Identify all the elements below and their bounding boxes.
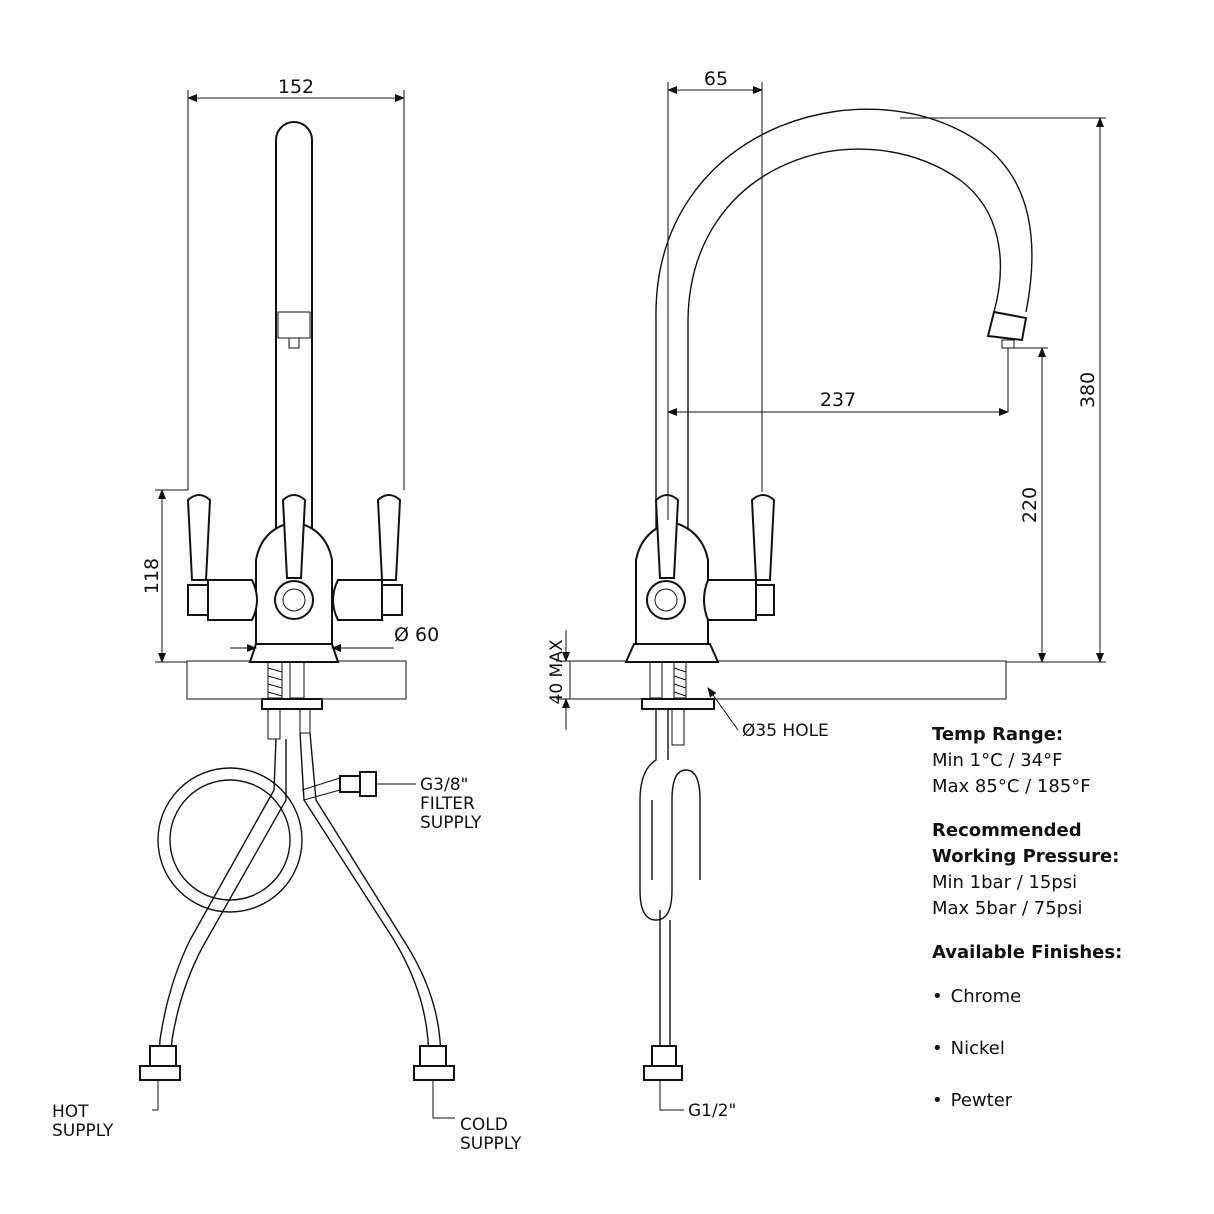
- spec-pressure-max: Max 5bar / 75psi: [932, 898, 1083, 919]
- dim-spout-offset: 65: [704, 68, 728, 90]
- front-lever-left: [186, 494, 212, 581]
- dim-total-height: 380: [1077, 372, 1099, 408]
- front-hose-coil: [157, 767, 303, 913]
- front-deck: [186, 660, 407, 700]
- finish-item: Pewter: [932, 1088, 1202, 1114]
- dim-handle-height: 118: [141, 558, 163, 594]
- label-cold-supply-1: COLD: [460, 1115, 508, 1135]
- finish-item: Chrome: [932, 984, 1202, 1010]
- side-deck: [569, 660, 1007, 700]
- label-hot-supply-1: HOT: [52, 1102, 89, 1122]
- label-filter-3: SUPPLY: [420, 813, 482, 833]
- label-cold-supply-2: SUPPLY: [460, 1134, 522, 1154]
- front-spout: [275, 121, 313, 545]
- spec-pressure-min: Min 1bar / 15psi: [932, 872, 1078, 893]
- front-hose-cold: [299, 732, 431, 1071]
- side-boss: [646, 580, 686, 620]
- front-lever-centre: [281, 494, 307, 579]
- spec-pressure-title-1: Recommended: [932, 820, 1082, 841]
- front-lever-right: [376, 494, 402, 581]
- spec-temp-min: Min 1°C / 34°F: [932, 750, 1063, 771]
- side-spout: [655, 108, 1033, 560]
- label-filter-1: G3/8": [420, 775, 468, 795]
- side-lever-front: [654, 494, 680, 579]
- finish-item: Nickel: [932, 1036, 1202, 1062]
- dim-spout-height: 220: [1019, 487, 1041, 523]
- label-hot-supply-2: SUPPLY: [52, 1121, 114, 1141]
- spec-pressure-title-2: Working Pressure:: [932, 846, 1120, 867]
- label-thread: G1/2": [688, 1101, 736, 1121]
- spec-temp-max: Max 85°C / 185°F: [932, 776, 1091, 797]
- label-filter-2: FILTER: [420, 794, 475, 814]
- front-view: [139, 90, 455, 1119]
- front-centre-boss: [274, 580, 314, 620]
- spec-panel: Temp Range: Min 1°C / 34°F Max 85°C / 18…: [932, 722, 1202, 1140]
- dim-base-diameter: Ø 60: [394, 624, 439, 646]
- label-hole-size: Ø35 HOLE: [742, 721, 829, 741]
- spec-finishes-title: Available Finishes:: [932, 942, 1123, 963]
- front-hose-hot: [157, 738, 277, 1071]
- side-hose: [639, 709, 701, 921]
- dim-spout-reach: 237: [820, 389, 856, 411]
- side-lever-back: [750, 494, 776, 581]
- side-view: [556, 82, 1106, 1111]
- dim-deck-thickness: 40 MAX: [547, 639, 567, 704]
- spec-temp-title: Temp Range:: [932, 724, 1064, 745]
- dim-width-front: 152: [278, 76, 314, 98]
